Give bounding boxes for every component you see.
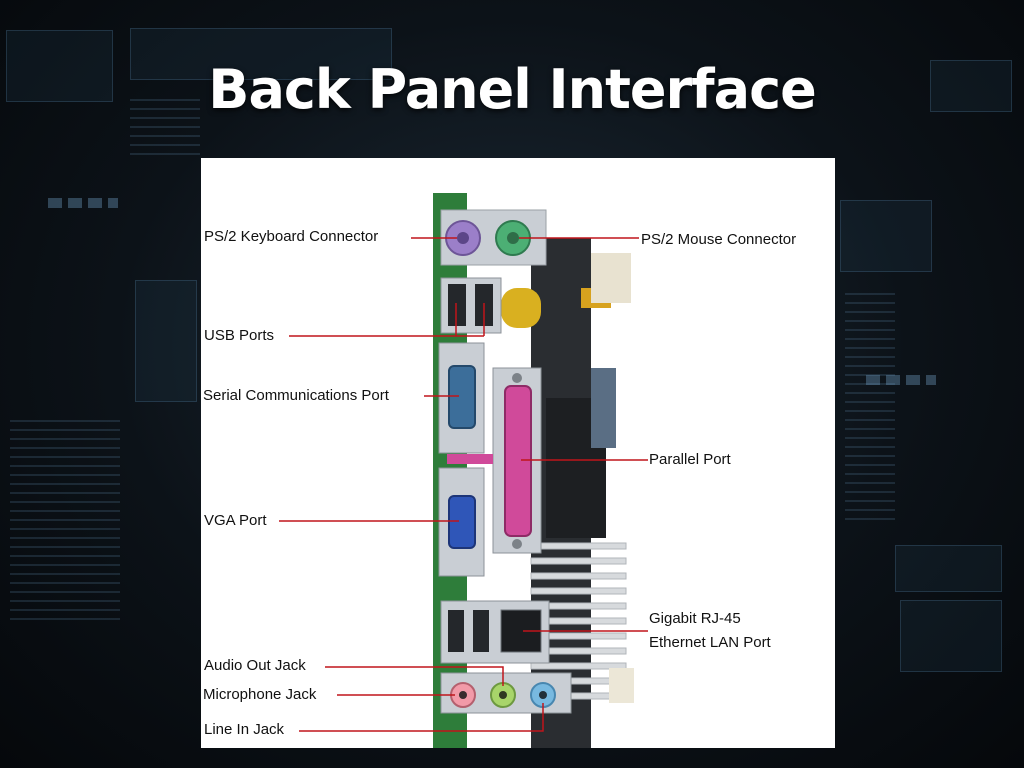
background-panel xyxy=(895,545,1002,592)
heatsink xyxy=(530,542,627,700)
usb-port xyxy=(473,610,489,652)
label-serial-port: Serial Communications Port xyxy=(203,387,389,404)
label-parallel-port: Parallel Port xyxy=(649,451,731,468)
background-panel xyxy=(930,60,1012,112)
back-panel-illustration xyxy=(279,193,648,748)
vga-port xyxy=(448,495,476,549)
white-component xyxy=(609,668,634,703)
leader-line-usb xyxy=(289,303,457,337)
background-bars xyxy=(866,375,936,385)
background-lines xyxy=(10,420,120,620)
white-component xyxy=(591,253,631,303)
background-panel xyxy=(840,200,932,272)
label-ethernet-lan-port: Ethernet LAN Port xyxy=(649,634,771,651)
yellow-capacitor xyxy=(501,288,541,328)
label-microphone-jack: Microphone Jack xyxy=(203,686,317,703)
label-usb-ports: USB Ports xyxy=(204,327,275,344)
label-gigabit-rj45: Gigabit RJ-45 xyxy=(649,610,741,627)
background-lines xyxy=(845,290,895,520)
label-line-in-jack: Line In Jack xyxy=(204,721,285,738)
label-ps2-mouse-connector: PS/2 Mouse Connector xyxy=(641,231,797,248)
serial-port xyxy=(448,365,476,429)
label-audio-out-jack: Audio Out Jack xyxy=(204,657,306,674)
leader-line-audio-out xyxy=(325,666,504,686)
pink-header xyxy=(447,454,493,464)
slide-title: Back Panel Interface xyxy=(208,58,816,121)
background-panel xyxy=(135,280,197,402)
leader-line-line-in xyxy=(299,703,544,732)
background-panel xyxy=(6,30,113,102)
parallel-port xyxy=(504,385,532,537)
usb-port xyxy=(448,284,466,326)
background-panel xyxy=(900,600,1002,672)
blue-gray-card xyxy=(591,368,616,448)
background-lines xyxy=(130,95,200,155)
usb-port xyxy=(448,610,464,652)
label-ps2-keyboard-connector: PS/2 Keyboard Connector xyxy=(204,228,379,245)
label-vga-port: VGA Port xyxy=(204,512,267,529)
leader-lines xyxy=(279,237,648,732)
background-panel xyxy=(130,28,392,80)
background-bars xyxy=(48,198,118,208)
back-panel-diagram: PS/2 Keyboard Connector PS/2 Mouse Conne… xyxy=(201,158,835,748)
